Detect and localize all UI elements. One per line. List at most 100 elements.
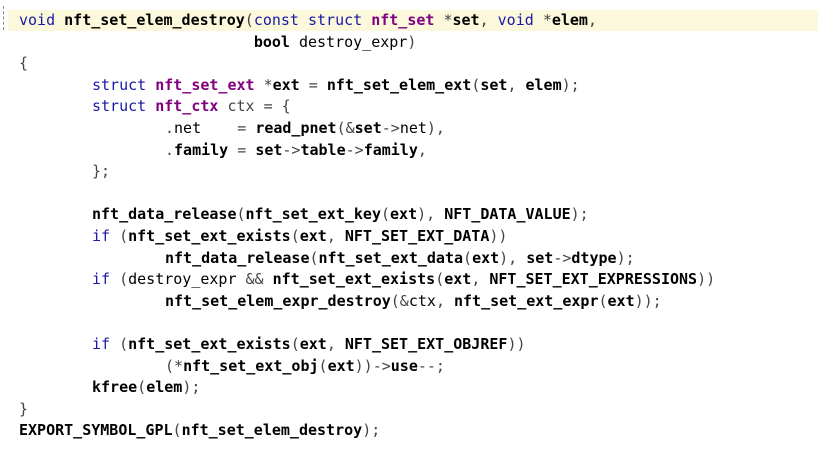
code-line[interactable]: nft_data_release(nft_set_ext_key(ext), N… <box>92 204 589 225</box>
code-token: if <box>92 335 120 353</box>
code-token: ), <box>499 248 527 267</box>
code-token: )) <box>507 335 526 353</box>
code-token: ( <box>598 291 608 310</box>
code-token: ext <box>444 270 472 289</box>
code-token: }; <box>92 162 111 181</box>
code-token: nft_set_ext_data <box>318 248 464 267</box>
code-token: nft_set_ext_obj <box>183 356 319 375</box>
code-line[interactable]: { <box>19 53 28 74</box>
code-token: net <box>399 119 427 137</box>
code-token: && <box>236 270 273 289</box>
code-token: nft_set_ext_exists <box>128 227 291 245</box>
code-token: . <box>165 140 175 159</box>
code-token: ( <box>309 248 319 267</box>
code-token: kfree <box>92 378 138 397</box>
code-token: destroy_expr <box>128 270 237 289</box>
code-token: bool <box>253 32 299 51</box>
code-token: ( <box>463 248 473 267</box>
code-token <box>19 33 254 51</box>
code-token: ); <box>561 75 580 94</box>
code-token: nft_set_ext_exists <box>272 270 436 289</box>
code-token: , <box>471 270 490 289</box>
code-token: ( <box>290 335 300 353</box>
code-token: { <box>19 54 29 73</box>
code-token: ( <box>318 356 328 375</box>
code-token: ( <box>172 421 182 440</box>
fold-marker <box>3 6 4 30</box>
code-line[interactable]: if (nft_set_ext_exists(ext, NFT_SET_EXT_… <box>92 226 507 247</box>
code-token: ctx <box>408 291 436 310</box>
code-token: elem <box>146 378 183 397</box>
code-token: ext <box>390 205 418 224</box>
code-token: family <box>363 140 418 159</box>
code-token: ), <box>417 205 445 224</box>
code-token: ( <box>435 270 445 289</box>
code-line[interactable]: .family = set->table->family, <box>165 140 427 161</box>
code-token: nft_set_elem_ext <box>326 75 472 94</box>
code-line[interactable]: (*nft_set_ext_obj(ext))->use--; <box>165 356 445 377</box>
code-token: NFT_DATA_VALUE <box>444 205 571 224</box>
code-token: ( <box>236 205 246 224</box>
code-token: ext <box>327 356 355 375</box>
code-token: = <box>299 75 327 94</box>
code-token: family <box>174 140 229 159</box>
code-line[interactable]: struct nft_set_ext *ext = nft_set_elem_e… <box>92 75 580 96</box>
code-token: nft_ctx <box>155 97 219 116</box>
code-token: read_pnet <box>255 119 337 137</box>
code-token: ( <box>119 227 129 245</box>
code-token: nft_set_elem_destroy <box>181 421 363 440</box>
code-token: NFT_SET_EXT_OBJREF <box>344 335 508 353</box>
code-line[interactable]: }; <box>92 161 110 182</box>
code-token: * <box>542 11 552 29</box>
code-token: (& <box>336 119 355 137</box>
code-token: ( <box>471 75 481 94</box>
code-token: -> <box>553 248 572 267</box>
code-line[interactable]: if (destroy_expr && nft_set_ext_exists(e… <box>92 269 715 290</box>
code-token: set <box>354 119 382 137</box>
code-token: , <box>587 11 597 29</box>
code-token: )); <box>634 291 662 310</box>
code-token: ), <box>426 119 445 137</box>
code-line[interactable]: if (nft_set_ext_exists(ext, NFT_SET_EXT_… <box>92 334 526 355</box>
code-token: , <box>417 140 427 159</box>
code-token: -> <box>345 140 364 159</box>
code-line[interactable]: struct nft_ctx ctx = { <box>92 96 291 117</box>
code-token: ( <box>381 205 391 224</box>
code-token: ); <box>570 205 589 224</box>
code-line[interactable]: EXPORT_SYMBOL_GPL(nft_set_elem_destroy); <box>19 420 380 441</box>
code-token: nft_set <box>371 11 435 29</box>
code-token: ext <box>272 75 300 94</box>
code-token: = <box>228 140 256 159</box>
code-line[interactable]: } <box>19 399 28 420</box>
code-token: void <box>19 11 65 29</box>
code-token: --; <box>417 356 445 375</box>
code-token: (* <box>165 356 184 375</box>
code-token: * <box>254 75 273 94</box>
code-token: ext <box>472 248 500 267</box>
code-token: ( <box>244 11 254 29</box>
code-token: destroy_expr <box>298 32 408 51</box>
code-token: , <box>479 11 498 29</box>
code-line-current[interactable]: void nft_set_elem_destroy(const struct n… <box>8 10 818 31</box>
code-token: table <box>300 140 346 159</box>
code-token: nft_set_elem_expr_destroy <box>165 291 391 310</box>
code-line[interactable]: .net = read_pnet(&set->net), <box>165 118 445 139</box>
code-line[interactable]: kfree(elem); <box>92 377 200 398</box>
code-token: } <box>19 399 29 418</box>
code-token: use <box>390 356 418 375</box>
code-token: ext <box>299 227 327 245</box>
code-line[interactable]: nft_set_elem_expr_destroy(&ctx, nft_set_… <box>165 291 662 312</box>
code-token: (& <box>390 291 409 310</box>
code-token: , <box>435 291 454 310</box>
code-token: * <box>434 11 453 29</box>
code-line[interactable]: nft_data_release(nft_set_ext_data(ext), … <box>165 248 635 269</box>
code-token: if <box>92 270 120 289</box>
code-token: nft_set_ext <box>155 75 255 94</box>
code-token: nft_data_release <box>165 248 310 267</box>
code-token: set <box>526 248 554 267</box>
code-token: nft_set_elem_destroy <box>64 11 245 29</box>
code-token: nft_set_ext_exists <box>128 335 291 353</box>
code-token: NFT_SET_EXT_DATA <box>344 227 490 245</box>
code-line[interactable]: bool destroy_expr) <box>19 32 417 53</box>
